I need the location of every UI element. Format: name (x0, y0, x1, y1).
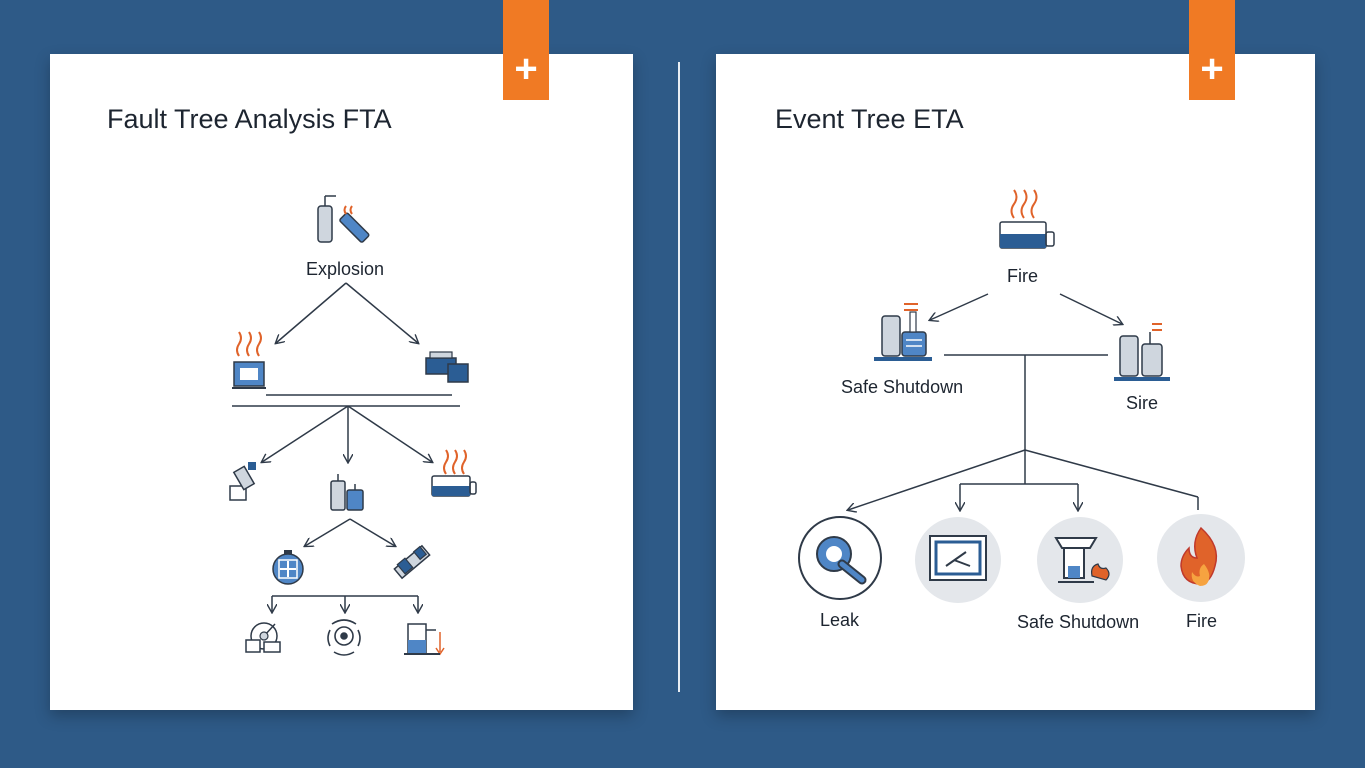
plant-right-icon (1114, 323, 1170, 381)
fault-tree-panel (50, 54, 633, 710)
eta-connectors (848, 293, 1199, 510)
plant-left-icon (874, 303, 932, 361)
filter-tank-icon (404, 623, 445, 656)
outcome-leak-label: Leak (820, 610, 860, 630)
fta-add-tab[interactable]: + (503, 0, 549, 100)
explosion-icon (317, 195, 370, 243)
fire-source-icon (999, 189, 1055, 249)
outcome-shutdown-label: Safe Shutdown (1017, 612, 1140, 632)
plus-icon: + (1200, 47, 1224, 91)
event-tree-panel (716, 54, 1315, 710)
tank-heat-icon (232, 331, 266, 389)
pump-icon (245, 622, 281, 653)
plus-icon: + (514, 47, 538, 91)
control-panel-icon (915, 517, 1001, 603)
gas-cylinders-icon (330, 474, 364, 511)
outcome-fire-label: Fire (1186, 611, 1217, 631)
spray-valve-icon (229, 462, 256, 501)
panel-divider (678, 62, 680, 692)
globe-valve-icon (272, 550, 304, 585)
pipe-joint-icon (393, 544, 431, 580)
branch-right-label: Sire (1126, 393, 1159, 413)
initiating-event-label: Fire (1007, 266, 1038, 286)
top-event-label: Explosion (306, 259, 385, 279)
gear-cycle-icon (327, 619, 361, 656)
fta-connectors (232, 282, 460, 612)
safe-shutdown-icon (1037, 517, 1123, 603)
heater-icon (431, 449, 477, 497)
leak-icon (798, 516, 882, 600)
eta-title: Event Tree ETA (775, 104, 964, 134)
equipment-box-icon (425, 351, 469, 383)
fta-title: Fault Tree Analysis FTA (107, 104, 392, 134)
fire-icon (1157, 514, 1245, 602)
branch-left-label: Safe Shutdown (841, 377, 964, 397)
eta-add-tab[interactable]: + (1189, 0, 1235, 100)
